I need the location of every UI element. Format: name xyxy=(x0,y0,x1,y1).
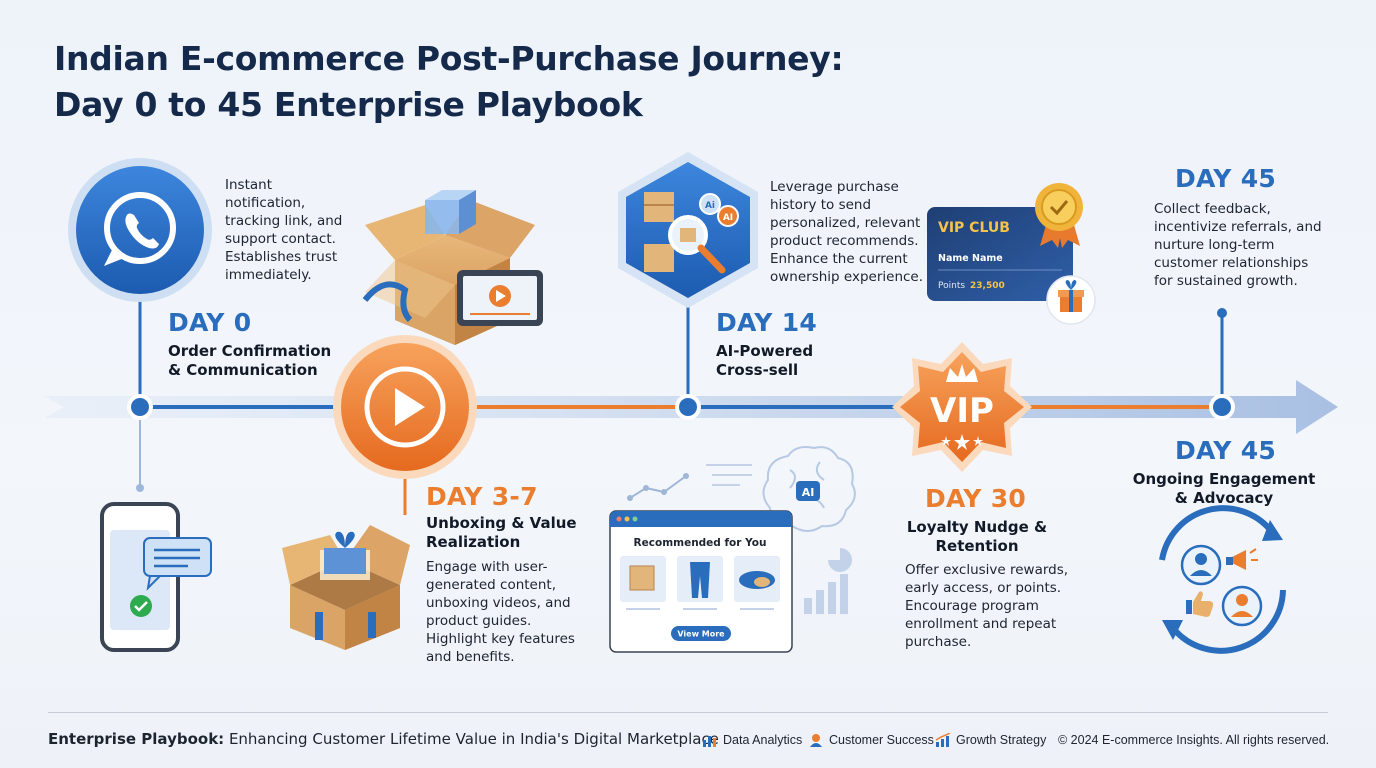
ai-badge-2: AI xyxy=(723,213,733,223)
vip-club-card: VIP CLUB Name Name Points 23,500 xyxy=(927,207,1073,301)
day45-bottom-label: DAY 45 xyxy=(1175,436,1277,465)
footer-playbook-text: Enhancing Customer Lifetime Value in Ind… xyxy=(224,730,719,748)
desc-line: Instant xyxy=(225,177,272,193)
stage-line: Retention xyxy=(935,537,1019,555)
ai-badge-1: Ai xyxy=(705,201,715,211)
advocacy-cycle-icon xyxy=(1159,505,1286,654)
footer-playbook: Enterprise Playbook: Enhancing Customer … xyxy=(48,730,719,748)
day30-description: Offer exclusive rewards, early access, o… xyxy=(905,561,1068,651)
desc-line: incentivize referrals, and xyxy=(1154,219,1322,235)
desc-line: ownership experience. xyxy=(770,269,924,285)
day0-stage-name: Order Confirmation & Communication xyxy=(168,342,331,380)
view-more-button[interactable] xyxy=(671,626,731,641)
tag-label: Customer Success xyxy=(829,733,934,747)
stage-line: Ongoing Engagement xyxy=(1132,470,1316,488)
vip-card-title: VIP CLUB xyxy=(938,220,1010,236)
recommended-panel: Recommended for You View More xyxy=(609,510,793,653)
tag-customer-success: Customer Success xyxy=(808,733,934,747)
desc-line: immediately. xyxy=(225,267,312,283)
day14-stage-name: AI-Powered Cross-sell xyxy=(716,342,813,380)
desc-line: Leverage purchase xyxy=(770,179,899,195)
vip-badge-text: VIP xyxy=(930,391,994,431)
desc-line: Establishes trust xyxy=(225,249,338,265)
desc-line: product recommends. xyxy=(770,233,919,249)
vip-card-points-label: Points xyxy=(938,281,965,291)
vip-badge-icon: VIP xyxy=(892,342,1032,472)
desc-line: enrollment and repeat xyxy=(905,616,1057,632)
day3-7-stage-name: Unboxing & Value Realization xyxy=(426,514,577,552)
phone-message-illustration xyxy=(100,502,212,652)
day30-label: DAY 30 xyxy=(925,484,1027,513)
desc-line: Encourage program xyxy=(905,598,1039,614)
stage-line: Loyalty Nudge & xyxy=(906,518,1048,536)
day45-stage-name: Ongoing Engagement & Advocacy xyxy=(1130,470,1318,508)
medal-icon xyxy=(1035,183,1083,248)
tag-data-analytics: Data Analytics xyxy=(702,733,802,747)
desc-line: support contact. xyxy=(225,231,336,247)
day0-description: Instant notification, tracking link, and… xyxy=(225,176,342,284)
open-box-tablet-illustration xyxy=(362,190,543,345)
desc-line: Offer exclusive rewards, xyxy=(905,562,1069,578)
desc-line: for sustained growth. xyxy=(1154,273,1298,289)
desc-line: personalized, relevant xyxy=(770,215,921,231)
customer-icon xyxy=(810,734,822,747)
stage-line: Unboxing & Value xyxy=(426,514,577,532)
day14-label: DAY 14 xyxy=(716,308,818,337)
desc-line: unboxing videos, and xyxy=(426,595,571,611)
desc-line: notification, xyxy=(225,195,306,211)
desc-line: nurture long-term xyxy=(1154,237,1275,253)
day45-node xyxy=(1209,308,1235,420)
vip-card-points-value: 23,500 xyxy=(970,281,1005,291)
desc-line: purchase. xyxy=(905,634,972,650)
desc-line: Engage with user- xyxy=(426,559,548,575)
desc-line: generated content, xyxy=(426,577,556,593)
whatsapp-icon xyxy=(68,158,212,302)
tag-label: Data Analytics xyxy=(723,733,803,747)
footer-copyright: © 2024 E-commerce Insights. All rights r… xyxy=(1058,733,1330,747)
view-more-label: View More xyxy=(677,630,725,639)
desc-line: and benefits. xyxy=(426,649,515,665)
desc-line: Highlight key features xyxy=(426,631,575,647)
stage-line: Cross-sell xyxy=(716,361,799,379)
desc-line: Enhance the current xyxy=(770,251,908,267)
day30-stage-name: Loyalty Nudge & Retention xyxy=(902,518,1052,556)
stage-line: Realization xyxy=(426,533,521,551)
play-icon xyxy=(333,335,477,515)
stage-line: AI-Powered xyxy=(716,342,814,360)
title-line-1: Indian E-commerce Post-Purchase Journey: xyxy=(54,39,844,78)
growth-chart-icon xyxy=(935,733,951,747)
desc-line: Collect feedback, xyxy=(1154,201,1271,217)
gift-icon xyxy=(1046,275,1096,325)
day0-node xyxy=(127,290,153,492)
stage-line: & Communication xyxy=(168,361,318,379)
footer-divider xyxy=(48,712,1328,713)
tag-label: Growth Strategy xyxy=(956,733,1047,747)
tag-growth-strategy: Growth Strategy xyxy=(935,733,1046,747)
bar-chart-icon xyxy=(703,736,716,747)
desc-line: early access, or points. xyxy=(905,580,1062,596)
brain-ai-label: AI xyxy=(802,486,815,499)
day14-node xyxy=(675,300,701,420)
stage-line: Order Confirmation xyxy=(168,342,332,360)
page-title: Indian E-commerce Post-Purchase Journey:… xyxy=(54,36,844,128)
day45-top-label: DAY 45 xyxy=(1175,164,1277,193)
gift-box-illustration xyxy=(282,525,410,650)
vip-card-name: Name Name xyxy=(938,253,1003,264)
stage-line: & Advocacy xyxy=(1174,489,1274,507)
desc-line: tracking link, and xyxy=(225,213,343,229)
day14-description: Leverage purchase history to send person… xyxy=(770,178,923,286)
day0-label: DAY 0 xyxy=(168,308,252,337)
day3-7-label: DAY 3-7 xyxy=(426,482,538,511)
footer-playbook-bold: Enterprise Playbook: xyxy=(48,730,225,748)
title-line-2: Day 0 to 45 Enterprise Playbook xyxy=(54,85,643,124)
day3-7-description: Engage with user- generated content, unb… xyxy=(426,558,575,666)
desc-line: product guides. xyxy=(426,613,532,629)
recommended-title: Recommended for You xyxy=(634,537,767,549)
ai-analysis-icon: Ai AI xyxy=(618,152,758,308)
desc-line: customer relationships xyxy=(1154,255,1309,271)
day45-description: Collect feedback, incentivize referrals,… xyxy=(1154,200,1322,290)
desc-line: history to send xyxy=(770,197,872,213)
